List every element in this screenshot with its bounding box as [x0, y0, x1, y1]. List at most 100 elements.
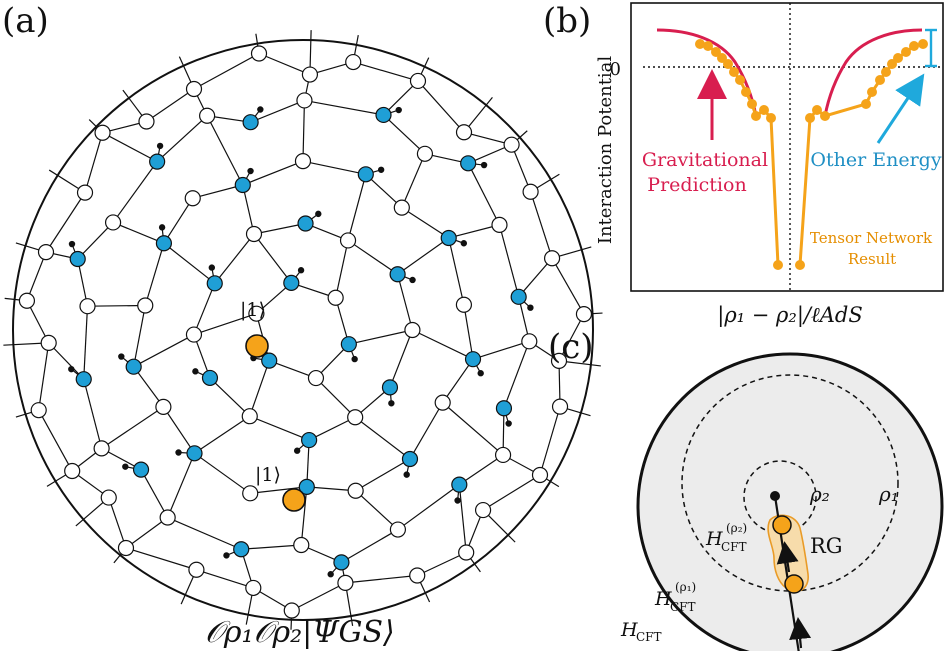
bulk-disk	[636, 352, 944, 651]
panel-c: (c) ρ₂ ρ₁ RG H CFT (ρ₂) H CFT (ρ₁)	[548, 327, 944, 651]
network-edge	[144, 243, 165, 306]
tensor-network-point	[861, 99, 871, 109]
network-edge	[348, 329, 413, 345]
network-edge	[417, 80, 465, 133]
h-cft-rho2-label: H CFT (ρ₂)	[705, 521, 747, 554]
network-edge	[196, 569, 254, 589]
network-edge	[291, 582, 346, 612]
tensor-network-nodes	[18, 45, 593, 619]
svg-text:H: H	[654, 588, 672, 610]
network-edge	[249, 360, 270, 417]
leg-endpoint	[527, 304, 534, 311]
network-edge	[45, 192, 86, 253]
tensor-network-point	[867, 87, 877, 97]
network-edge	[250, 99, 305, 123]
network-edge	[539, 406, 561, 476]
network-edge	[163, 197, 194, 244]
network-edge	[133, 305, 146, 367]
rg-flow-arrow-lower	[789, 617, 812, 649]
network-edge	[125, 517, 169, 549]
bulk-tensor-node	[460, 155, 477, 172]
network-edge	[353, 61, 419, 82]
tensor-network-points	[695, 39, 928, 270]
leg-endpoint	[388, 400, 395, 407]
network-edge	[355, 490, 399, 530]
network-edge	[242, 184, 255, 235]
network-edge	[214, 233, 255, 284]
network-edge	[146, 88, 195, 123]
network-edge	[354, 416, 411, 460]
rho1-dashed-circle	[681, 374, 899, 592]
network-edge	[83, 306, 89, 380]
network-edge	[206, 115, 244, 186]
tensor-network-point	[918, 39, 928, 49]
tensor-network-point	[875, 75, 885, 85]
tensor-network-point	[741, 87, 751, 97]
bulk-tensor-node	[401, 450, 419, 468]
network-edge	[112, 161, 158, 223]
bulk-tensor-node	[495, 400, 513, 417]
network-edge	[241, 544, 302, 550]
network-edge	[448, 224, 500, 239]
network-edge	[448, 237, 465, 305]
x-axis-label: |ρ₁ − ρ₂|/ℓAdS	[717, 303, 862, 328]
leg-endpoint	[122, 463, 129, 470]
bulk-tensor-node	[242, 114, 259, 131]
leg-endpoint	[257, 106, 264, 113]
isometry-node	[30, 402, 47, 419]
isometry-node	[184, 190, 201, 207]
isometry-node	[455, 124, 473, 141]
network-edge	[397, 484, 460, 531]
network-edge	[112, 221, 165, 244]
leg-endpoint	[327, 571, 334, 578]
rho2-label: ρ₂	[809, 482, 830, 506]
isometry-node	[76, 184, 94, 201]
bulk-tensor-node	[440, 229, 457, 247]
bulk-tensor-node	[125, 358, 142, 375]
isometry-node	[155, 398, 172, 415]
leg-endpoint	[395, 106, 402, 114]
isometry-node	[347, 482, 364, 499]
leg-endpoint	[454, 497, 461, 504]
network-edge	[38, 409, 73, 472]
gravitational-label-line2: Prediction	[647, 174, 746, 196]
isometry-node	[199, 107, 216, 124]
svg-text:H: H	[705, 528, 723, 550]
bulk-tensor-node	[451, 476, 468, 493]
bulk-tensor-node	[531, 466, 549, 484]
excited-operator-node	[245, 334, 269, 358]
isometry-node	[137, 297, 154, 314]
bulk-tensor-node	[298, 478, 315, 495]
leg-endpoint	[477, 370, 484, 377]
network-edge	[300, 486, 308, 546]
network-edge	[133, 366, 164, 408]
bulk-tensor-node	[464, 351, 482, 368]
isometry-node	[296, 92, 313, 109]
other-energy-label: Other Energy	[810, 149, 941, 171]
rho2-cft-node	[772, 515, 792, 535]
bulk-tensor-node	[149, 153, 166, 170]
gravitational-label-line1: Gravitational	[642, 149, 768, 171]
plot-frame	[630, 2, 944, 292]
ket-one-upper: |1⟩	[240, 299, 266, 321]
bulk-tensor-node	[40, 334, 57, 351]
isometry-node	[522, 183, 539, 200]
isometry-node	[307, 369, 325, 387]
tensor-network-point	[751, 111, 761, 121]
isometry-node	[434, 394, 451, 411]
network-edge	[397, 274, 413, 331]
network-edge	[302, 100, 306, 162]
network-edge	[308, 416, 356, 441]
isometry-node	[347, 409, 364, 426]
network-edge	[467, 163, 501, 226]
isometry-node	[521, 333, 538, 350]
network-edge	[409, 402, 444, 460]
other-energy-arrow	[876, 73, 925, 144]
network-edge	[258, 52, 311, 76]
isometry-node	[474, 501, 492, 519]
h-cft-boundary-label: H CFT	[620, 619, 662, 644]
network-edge	[242, 160, 304, 186]
bulk-tensor-node	[155, 235, 173, 252]
isometry-node	[404, 321, 421, 339]
other-energy-bracket	[925, 28, 937, 68]
